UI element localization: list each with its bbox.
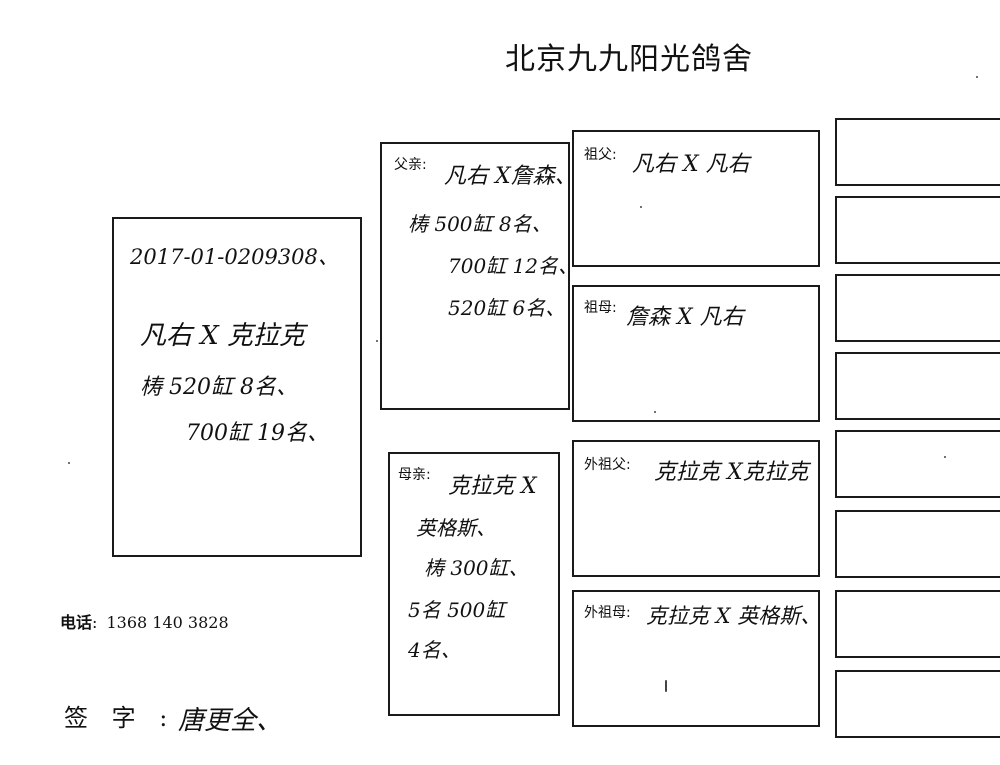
father-card: 父亲: 凡右 X詹森、 梼 500缸 8名、 700缸 12名、 520缸 6名… bbox=[380, 142, 578, 410]
pigeon-card: 2017-01-0209308、 凡右 X 克拉克 梼 520缸 8名、 700… bbox=[112, 217, 362, 557]
phone-number: 1368 140 3828 bbox=[106, 613, 229, 632]
scan-speck bbox=[376, 340, 378, 342]
great-grandparent-box-1 bbox=[835, 118, 1000, 186]
scan-speck bbox=[654, 411, 656, 413]
maternal-grandfather-value: 克拉克 X克拉克 bbox=[654, 460, 809, 485]
scan-speck bbox=[976, 76, 978, 78]
signature-colon: : bbox=[159, 704, 168, 732]
maternal-grandmother-label: 外祖母: bbox=[584, 605, 631, 621]
maternal-grandfather-label: 外祖父: bbox=[584, 457, 631, 473]
great-grandparent-box-6 bbox=[835, 510, 1000, 578]
great-grandparent-box-2 bbox=[835, 196, 1000, 264]
mother-line-2: 英格斯、 bbox=[416, 516, 496, 540]
pigeon-record-1: 梼 520缸 8名、 bbox=[140, 375, 298, 400]
mother-card: 母亲: 克拉克 X 英格斯、 梼 300缸、 5名 500缸 4名、 bbox=[388, 452, 560, 716]
mother-line-4: 5名 500缸 bbox=[408, 598, 506, 622]
father-line-2: 梼 500缸 8名、 bbox=[408, 212, 552, 236]
maternal-grandfather-card: 外祖父: 克拉克 X克拉克 bbox=[572, 440, 820, 577]
paternal-grandmother-value: 詹森 X 凡右 bbox=[626, 305, 744, 330]
paternal-grandfather-card: 祖父: 凡右 X 凡右 bbox=[572, 130, 820, 267]
paternal-grandfather-value: 凡右 X 凡右 bbox=[632, 152, 750, 177]
mother-line-3: 梼 300缸、 bbox=[424, 556, 529, 580]
maternal-grandmother-card: 外祖母: 克拉克 X 英格斯、 bbox=[572, 590, 822, 727]
pigeon-record-2: 700缸 19名、 bbox=[186, 421, 329, 446]
phone-line: 电话: 1368 140 3828 bbox=[60, 609, 229, 633]
scan-speck bbox=[640, 206, 642, 208]
scan-speck bbox=[944, 456, 946, 458]
great-grandparent-box-8 bbox=[835, 670, 1000, 738]
paternal-grandmother-label: 祖母: bbox=[584, 300, 617, 316]
pigeon-pairing: 凡右 X 克拉克 bbox=[140, 321, 306, 351]
mother-line-5: 4名、 bbox=[408, 638, 461, 662]
signature-label: 签 字 bbox=[64, 704, 144, 732]
signature-line: 签 字 : bbox=[64, 698, 167, 733]
great-grandparent-box-7 bbox=[835, 590, 1000, 658]
ring-number: 2017-01-0209308、 bbox=[130, 245, 339, 269]
great-grandparent-box-4 bbox=[835, 352, 1000, 420]
scan-speck bbox=[665, 680, 667, 692]
mother-label: 母亲: bbox=[398, 467, 431, 483]
page-title: 北京九九阳光鸽舍 bbox=[505, 42, 753, 77]
signature-name: 唐更全、 bbox=[178, 706, 283, 736]
maternal-grandmother-value: 克拉克 X 英格斯、 bbox=[646, 604, 822, 628]
father-line-1: 凡右 X詹森、 bbox=[444, 164, 577, 189]
mother-line-1: 克拉克 X bbox=[448, 474, 537, 499]
great-grandparent-box-3 bbox=[835, 274, 1000, 342]
great-grandparent-box-5 bbox=[835, 430, 1000, 498]
paternal-grandmother-card: 祖母: 詹森 X 凡右 bbox=[572, 285, 820, 422]
father-line-3: 700缸 12名、 bbox=[448, 254, 578, 278]
father-label: 父亲: bbox=[394, 157, 427, 173]
father-line-4: 520缸 6名、 bbox=[448, 296, 566, 320]
paternal-grandfather-label: 祖父: bbox=[584, 147, 617, 163]
phone-label: 电话 bbox=[60, 613, 93, 632]
phone-colon: : bbox=[92, 613, 98, 632]
scan-speck bbox=[68, 462, 70, 464]
